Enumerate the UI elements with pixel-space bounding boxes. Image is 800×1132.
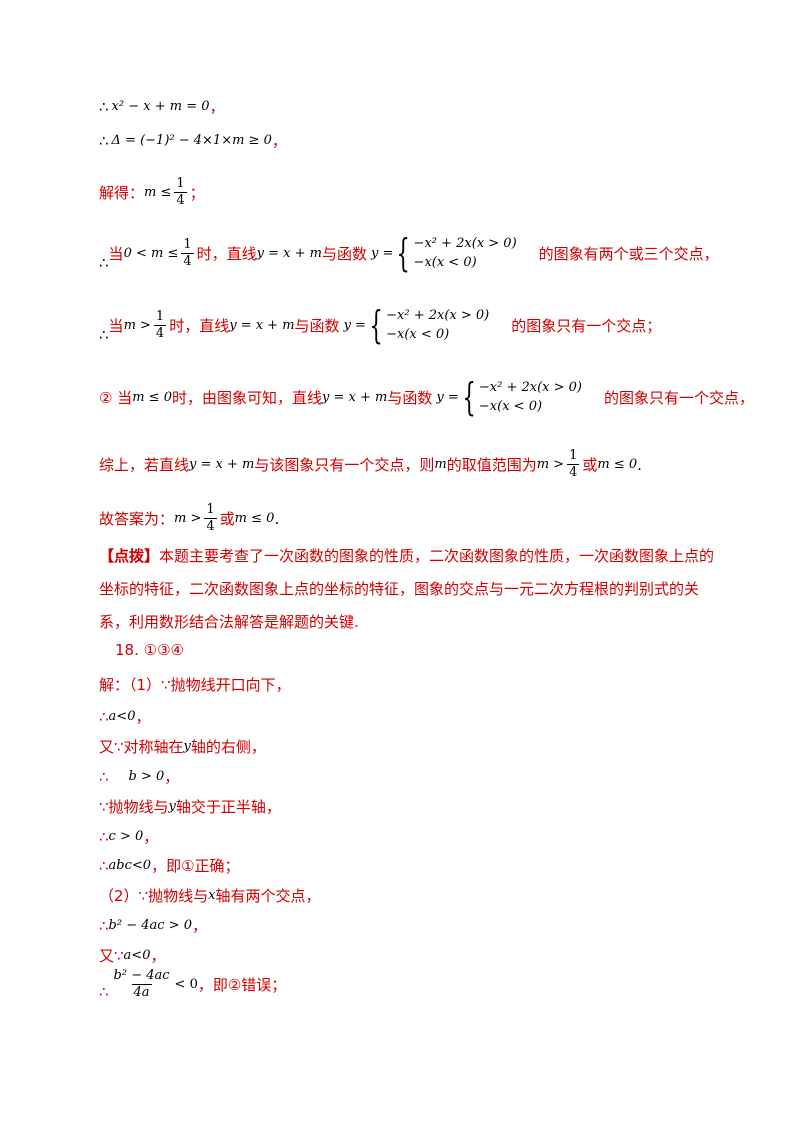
fraction: 1 4 (153, 308, 167, 341)
case-line-3: ② 当 m ≤ 0 时，由图象可知，直线 y = x + m 与函数 y = {… (99, 375, 755, 419)
line-equation: y = x + m (256, 245, 322, 261)
solution-line: ∴ abc<0 ，即①正确； (99, 856, 240, 876)
math-inequality: m ≤ 0 (597, 457, 638, 472)
solve-line: 解得： m ≤ 1 4 ； (99, 176, 205, 209)
therefore-symbol: ∴ (99, 131, 109, 150)
answer-line: 故答案为： m > 1 4 或 m ≤ 0 . (99, 502, 280, 534)
question-18-answer: 18. ①③④ (115, 641, 184, 659)
case-line-2: ∴ 当 m > 1 4 时，直线 y = x + m 与函数 y = { −x²… (99, 303, 662, 347)
fraction: 1 4 (181, 236, 194, 269)
solution-line: （2）∵抛物线与 x 轴有两个交点， (99, 887, 321, 905)
solution-line: 又∵ a<0 ， (99, 947, 166, 965)
tip-tag: 【点拨】 (99, 547, 160, 565)
punctuation: ， (209, 98, 225, 116)
line-equation: y = x + m (229, 317, 295, 333)
fraction: 1 4 (567, 448, 580, 480)
math-inequality: 0 < m ≤ (123, 245, 179, 261)
therefore-symbol: ∴ (99, 254, 109, 272)
math-inequality: m > (174, 511, 202, 526)
piecewise-function: y = { −x² + 2x(x > 0) −x(x < 0) (436, 375, 583, 419)
math-inequality: m > (123, 317, 151, 333)
solution-line: ∵抛物线与 y 轴交于正半轴， (99, 798, 281, 816)
equation-line-1: ∴ x² − x + m = 0 ， (99, 96, 225, 117)
therefore-symbol: ∴ (99, 97, 109, 116)
solution-line: ∴ b > 0 ， (99, 767, 180, 787)
solution-line: 解：（1）∵抛物线开口向下， (99, 676, 291, 694)
tip-paragraph: 【点拨】本题主要考查了一次函数的图象的性质，二次函数图象的性质，一次函数图象上点… (99, 540, 721, 639)
solve-label: 解得： (99, 184, 145, 202)
solution-line-last: ∴ b² − 4ac 4a < 0 ，即②错误； (99, 968, 287, 1001)
math-inequality: m > (536, 457, 565, 472)
math-expression: Δ = (−1)² − 4×1×m ≥ 0 (111, 133, 272, 148)
conclusion-line: 综上，若直线 y = x + m 与该图象只有一个交点，则 m 的取值范围为 m… (99, 448, 642, 480)
punctuation: ， (271, 132, 287, 150)
line-equation: y = x + m (189, 457, 255, 472)
case-line-1: ∴ 当 0 < m ≤ 1 4 时，直线 y = x + m 与函数 y = {… (99, 231, 719, 275)
solution-line: ∴ c > 0 ， (99, 827, 159, 847)
piecewise-function: y = { −x² + 2x(x > 0) −x(x < 0) (343, 303, 490, 347)
tip-text: 本题主要考查了一次函数的图象的性质，二次函数图象的性质，一次函数图象上点的坐标的… (99, 547, 715, 631)
punctuation: ； (189, 184, 205, 202)
fraction: 1 4 (204, 502, 217, 534)
solution-line: 又∵对称轴在 y 轴的右侧， (99, 738, 266, 756)
fraction: b² − 4ac 4a (113, 968, 170, 1000)
math-inequality: m ≤ (144, 185, 172, 200)
math-inequality: m ≤ 0 (234, 511, 275, 526)
math-inequality: m ≤ 0 (132, 389, 172, 405)
line-equation: y = x + m (322, 389, 388, 405)
fraction: 1 4 (174, 176, 187, 208)
solution-line: ∴ a<0 ， (99, 707, 151, 727)
equation-line-2: ∴ Δ = (−1)² − 4×1×m ≥ 0 ， (99, 130, 287, 151)
piecewise-function: y = { −x² + 2x(x > 0) −x(x < 0) (370, 231, 517, 275)
math-variable: m (434, 457, 447, 472)
solution-line: ∴ b² − 4ac > 0 ， (99, 916, 207, 936)
therefore-symbol: ∴ (99, 326, 109, 344)
math-expression: x² − x + m = 0 (111, 99, 210, 114)
